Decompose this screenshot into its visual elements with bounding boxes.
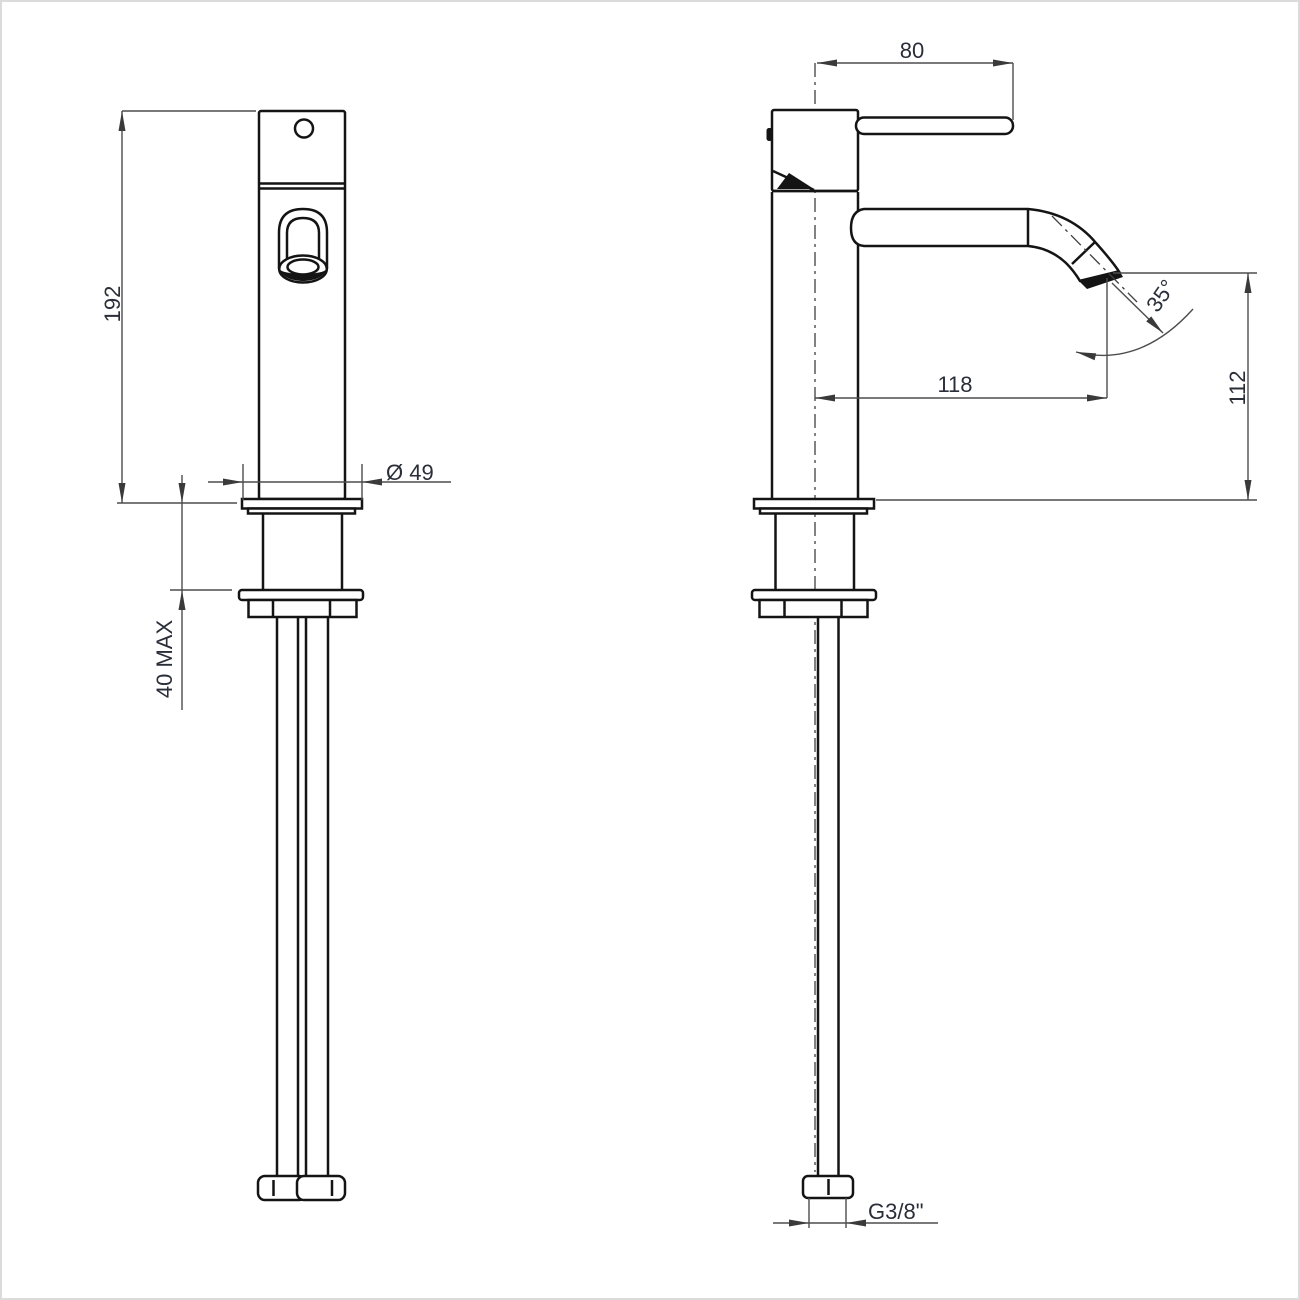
front-escutcheon: [240, 497, 364, 510]
spout-axis: [1051, 215, 1138, 303]
dim-thread-size-label: G3/8": [868, 1199, 924, 1224]
dim-spout-reach-label: 118: [937, 372, 972, 397]
indicator-dot: [766, 128, 773, 141]
side-view-dimensions: 80 118 112 35° G3/: [773, 38, 1257, 1228]
side-locknut: [750, 588, 878, 619]
dim-handle-length-label: 80: [900, 38, 924, 63]
side-view: [750, 63, 1138, 1200]
front-view-dimensions: 192 40 MAX Ø 49: [100, 110, 451, 710]
handle-hole: [293, 118, 315, 139]
aerator-shadow: [279, 269, 327, 282]
front-locknut: [237, 588, 365, 619]
dim-deck-max-label: 40 MAX: [152, 620, 177, 699]
front-spout-outlet: [277, 207, 329, 284]
connection-nut: [801, 1174, 855, 1200]
dim-spout-angle-label: 35°: [1141, 275, 1181, 317]
hose-nuts: [256, 1174, 347, 1202]
front-view: [237, 109, 365, 1202]
lever-handle: [854, 116, 1015, 136]
dim-spout-height-label: 112: [1225, 370, 1250, 405]
dim-base-diameter-label: Ø 49: [386, 460, 434, 485]
side-escutcheon: [752, 497, 876, 510]
dim-height-label: 192: [100, 286, 125, 323]
supply-hoses: [275, 617, 330, 1176]
front-body: [257, 109, 347, 501]
spout-outlet-shadow: [1078, 270, 1123, 289]
spout: [849, 207, 1138, 303]
lever-gap-shadow: [777, 173, 814, 189]
